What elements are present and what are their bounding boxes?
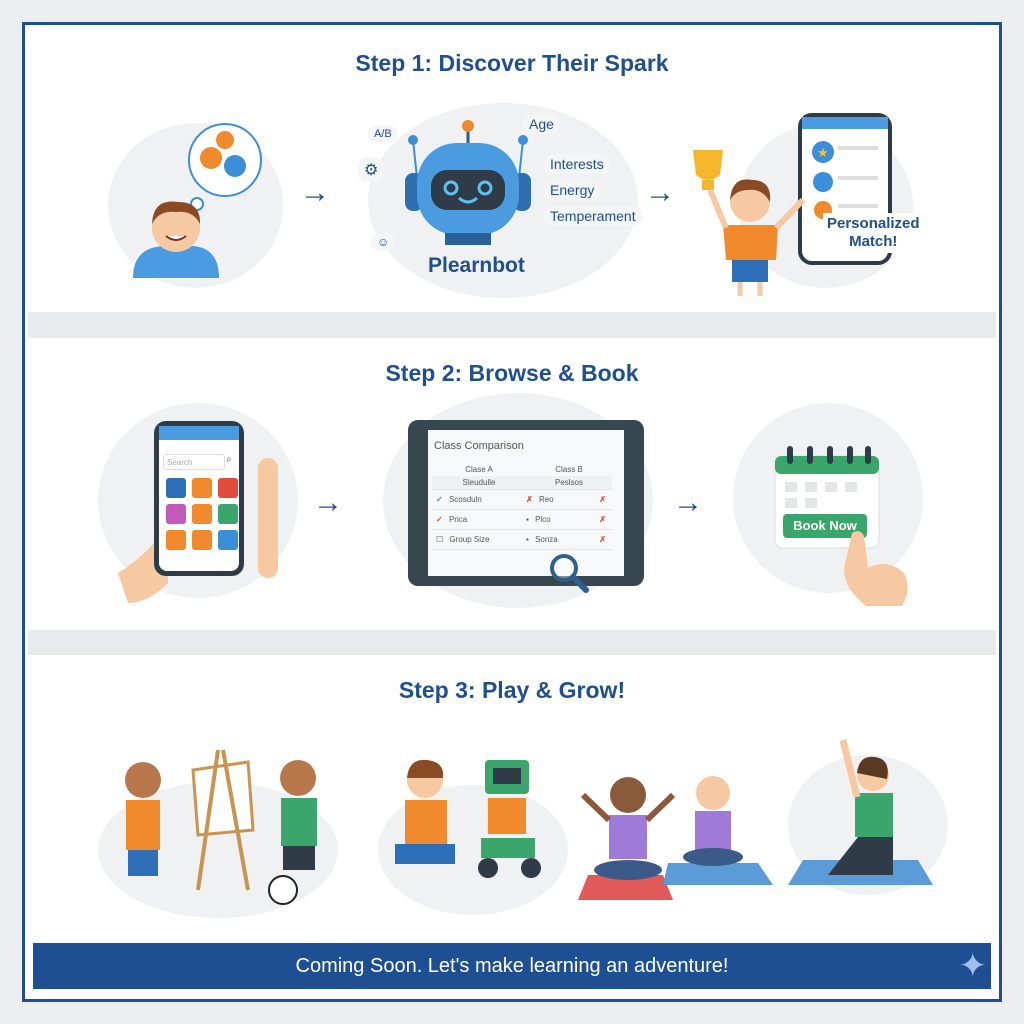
thinking-child-icon	[133, 123, 262, 278]
comparison-title: Class Comparison	[434, 440, 524, 452]
personalized-match-label: Personalized Match!	[823, 213, 924, 253]
step3-title: Step 3: Play & Grow!	[398, 677, 626, 703]
happy-child-trophy-icon: ★	[693, 113, 892, 296]
table-row: ✓ Scosduln✗ Reo ✗	[432, 490, 612, 510]
row-value: Sonza	[535, 535, 558, 544]
instructor-yoga-illustration	[788, 739, 948, 895]
match-line2: Match!	[849, 233, 898, 250]
app-tile[interactable]	[166, 478, 186, 498]
match-line1: Personalized	[827, 215, 920, 232]
app-tile[interactable]	[218, 530, 238, 550]
col-b-header: Class B	[555, 464, 583, 474]
search-input[interactable]: Search	[163, 454, 225, 470]
app-tile[interactable]	[166, 504, 186, 524]
arrow-right-icon: →	[673, 486, 703, 519]
infographic-frame: Step 1: Discover Their Spark → A/B ⚙ ☺	[22, 22, 1002, 1002]
col-a-header: Clase A	[465, 464, 493, 474]
attribute-energy: Energy	[544, 180, 601, 200]
attribute-temperament: Temperament	[544, 206, 642, 226]
app-tile[interactable]	[192, 504, 212, 524]
robot-icon	[405, 120, 531, 245]
footer-banner: Coming Soon. Let's make learning an adve…	[33, 943, 991, 989]
step2-title: Step 2: Browse & Book	[385, 360, 639, 386]
mood-icon: ☺	[371, 233, 396, 251]
arrow-right-icon: →	[300, 176, 330, 209]
attribute-age: Age	[523, 114, 560, 134]
kid-robotics-illustration	[378, 759, 568, 915]
app-tile[interactable]	[192, 530, 212, 550]
kids-art-soccer-illustration	[98, 749, 338, 918]
table-row: ✓ Prica▪ Plco ✗	[432, 510, 612, 530]
col-a-sub: Sleudulle	[462, 478, 496, 487]
attribute-interests: Interests	[544, 154, 610, 174]
arrow-right-icon: →	[313, 486, 343, 519]
kids-yoga-illustration	[578, 776, 773, 900]
arrow-right-icon: →	[645, 176, 675, 209]
tablet-comparison: Class Comparison Clase A Class B Sleudull…	[408, 420, 644, 586]
row-label: Scosduln	[448, 495, 482, 504]
svg-text:★: ★	[817, 145, 829, 160]
step2-section: Step 2: Browse & Book Search ⌕ → Class C	[28, 338, 996, 630]
step1-title: Step 1: Discover Their Spark	[355, 50, 669, 76]
row-label: Group Size	[449, 535, 490, 544]
book-now-button[interactable]: Book Now	[783, 514, 867, 538]
bot-name: Plearnbot	[428, 254, 525, 277]
step3-section: Step 3: Play & Grow!	[28, 655, 996, 940]
pointing-hand-icon	[843, 531, 908, 606]
footer-text: Coming Soon. Let's make learning an adve…	[295, 955, 729, 977]
row-label: Prica	[448, 515, 468, 524]
magnifier-icon	[550, 554, 589, 593]
app-tile[interactable]	[166, 530, 186, 550]
app-tile[interactable]	[218, 478, 238, 498]
app-grid	[166, 478, 238, 550]
ab-icon: A/B	[368, 126, 398, 142]
search-icon[interactable]: ⌕	[226, 454, 232, 465]
comparison-table: Clase A Class B Sleudulle Peslsos ✓ Scosdu…	[432, 462, 612, 550]
row-value: Plco	[535, 515, 551, 524]
gear-icon: ⚙	[358, 158, 385, 182]
step1-section: Step 1: Discover Their Spark → A/B ⚙ ☺	[28, 28, 996, 312]
sparkle-icon: ✦	[958, 947, 988, 985]
row-value: Reo	[538, 495, 554, 504]
app-tile[interactable]	[218, 504, 238, 524]
col-b-sub: Peslsos	[554, 478, 583, 487]
app-tile[interactable]	[192, 478, 212, 498]
table-row: ☐ Group Size▪ Sonza ✗	[432, 530, 612, 550]
